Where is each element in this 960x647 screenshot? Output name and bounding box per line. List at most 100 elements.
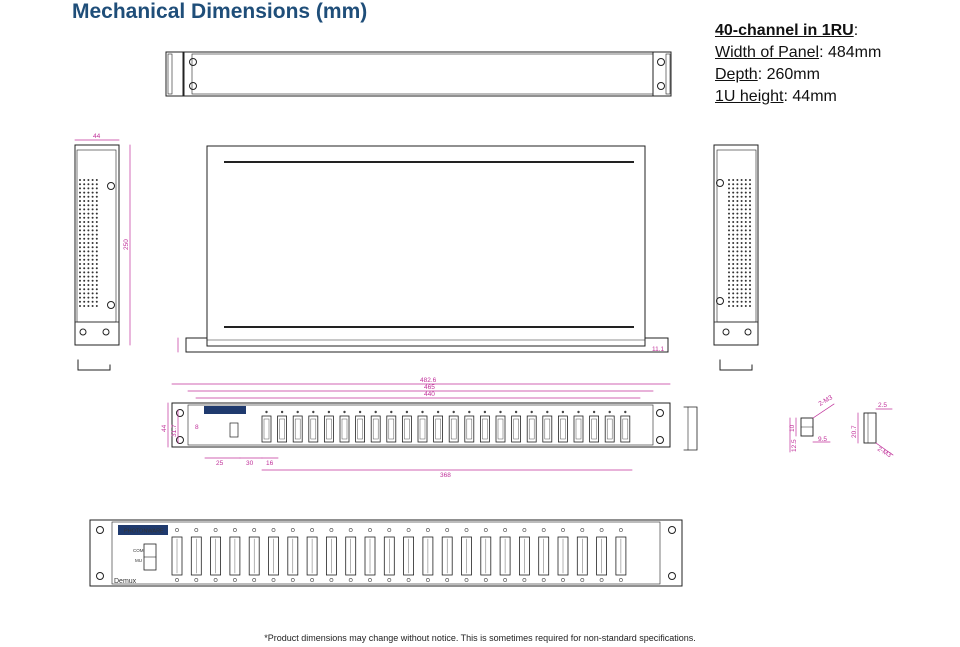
vent-hole xyxy=(744,250,747,253)
vent-hole xyxy=(91,305,94,307)
vent-hole xyxy=(87,233,90,236)
vent-hole xyxy=(87,221,90,223)
panel-port-led xyxy=(368,578,372,582)
vent-hole xyxy=(95,279,98,282)
vent-hole xyxy=(91,212,94,215)
panel-port-outline xyxy=(557,536,569,576)
vent-hole xyxy=(736,191,739,194)
panel-port-led xyxy=(290,528,295,532)
vent-hole xyxy=(91,237,94,240)
vent-hole xyxy=(736,263,739,265)
vent-hole xyxy=(740,179,743,181)
dim-port-screw xyxy=(592,410,596,414)
mount-detail-b xyxy=(863,412,877,444)
panel-port-led xyxy=(619,528,623,532)
vent-hole xyxy=(79,216,81,219)
dim-port-inner xyxy=(497,418,504,440)
dim-port-screw xyxy=(296,410,299,414)
panel-port-led xyxy=(329,578,334,582)
vent-hole xyxy=(749,300,751,303)
vent-hole xyxy=(740,237,743,240)
vent-hole xyxy=(95,187,98,190)
vent-hole xyxy=(744,267,747,270)
panel-port-outline xyxy=(538,536,550,576)
dim-port-outline xyxy=(495,415,506,443)
vent-hole xyxy=(79,225,81,228)
vent-hole xyxy=(91,267,94,270)
vent-hole xyxy=(83,208,86,211)
panel-port-led xyxy=(387,528,392,532)
vent-hole xyxy=(91,216,94,219)
vent-hole xyxy=(83,237,86,240)
dim-port-inner xyxy=(606,418,613,440)
vent-hole xyxy=(728,208,730,211)
vent-hole xyxy=(95,288,98,291)
dim-port-inner xyxy=(419,418,426,440)
vent-hole xyxy=(83,183,86,186)
dim-side-width: 44 xyxy=(93,133,101,140)
vent-hole xyxy=(744,275,747,278)
right-side-view xyxy=(713,144,759,371)
vent-hole xyxy=(83,258,86,261)
vent-hole xyxy=(79,187,81,190)
vent-hole xyxy=(736,267,739,270)
panel-port-outline xyxy=(615,536,627,576)
vent-hole xyxy=(736,233,739,236)
vent-hole xyxy=(79,279,81,282)
panel-port-led xyxy=(503,578,508,582)
vent-hole xyxy=(749,225,751,228)
vent-hole xyxy=(736,258,739,261)
panel-port-led xyxy=(425,578,430,582)
panel-port-led xyxy=(252,578,257,582)
panel-port-outline xyxy=(480,536,492,576)
vent-hole xyxy=(95,204,98,207)
vent-hole xyxy=(749,216,751,219)
dim-port-inner xyxy=(466,418,473,440)
vent-hole xyxy=(79,242,81,244)
dim-port-screw xyxy=(530,410,533,414)
vent-hole xyxy=(95,300,98,303)
dim-mount-d: 20.7 xyxy=(851,425,858,438)
dim-port-outline xyxy=(370,415,381,443)
vent-hole xyxy=(728,284,730,286)
vent-hole xyxy=(95,263,98,265)
panel-port-led xyxy=(445,578,450,582)
vent-hole xyxy=(87,183,90,186)
vent-hole xyxy=(736,225,739,228)
vent-hole xyxy=(744,254,747,257)
vent-hole xyxy=(732,191,735,194)
vent-hole xyxy=(728,305,730,307)
vent-hole xyxy=(740,191,743,194)
vent-hole xyxy=(749,246,751,249)
dim-port-screw xyxy=(514,410,518,414)
vent-hole xyxy=(740,254,743,257)
vent-hole xyxy=(95,284,98,286)
vent-hole xyxy=(83,179,86,181)
vent-hole xyxy=(732,237,735,240)
vent-hole xyxy=(91,187,94,190)
panel-port-led xyxy=(406,528,411,532)
vent-hole xyxy=(740,292,743,295)
spec-depth-row: Depth: 260mm xyxy=(715,64,881,86)
vent-hole xyxy=(83,216,86,219)
vent-hole xyxy=(83,292,86,295)
panel-port-outline xyxy=(403,536,415,576)
vent-hole xyxy=(736,183,739,186)
vent-hole xyxy=(749,258,751,261)
vent-hole xyxy=(91,275,94,278)
dim-port-inner xyxy=(341,418,348,440)
vent-hole xyxy=(95,212,98,215)
panel-port-led xyxy=(619,578,623,582)
vent-hole xyxy=(736,300,739,303)
vent-hole xyxy=(79,258,81,261)
vent-hole xyxy=(83,263,86,265)
vent-hole xyxy=(749,208,751,211)
vent-hole xyxy=(744,208,747,211)
vent-hole xyxy=(749,275,751,278)
panel-port-led xyxy=(232,578,237,582)
vent-hole xyxy=(749,263,751,265)
panel-port-led xyxy=(271,578,276,582)
vent-hole xyxy=(91,208,94,211)
vent-hole xyxy=(87,284,90,286)
